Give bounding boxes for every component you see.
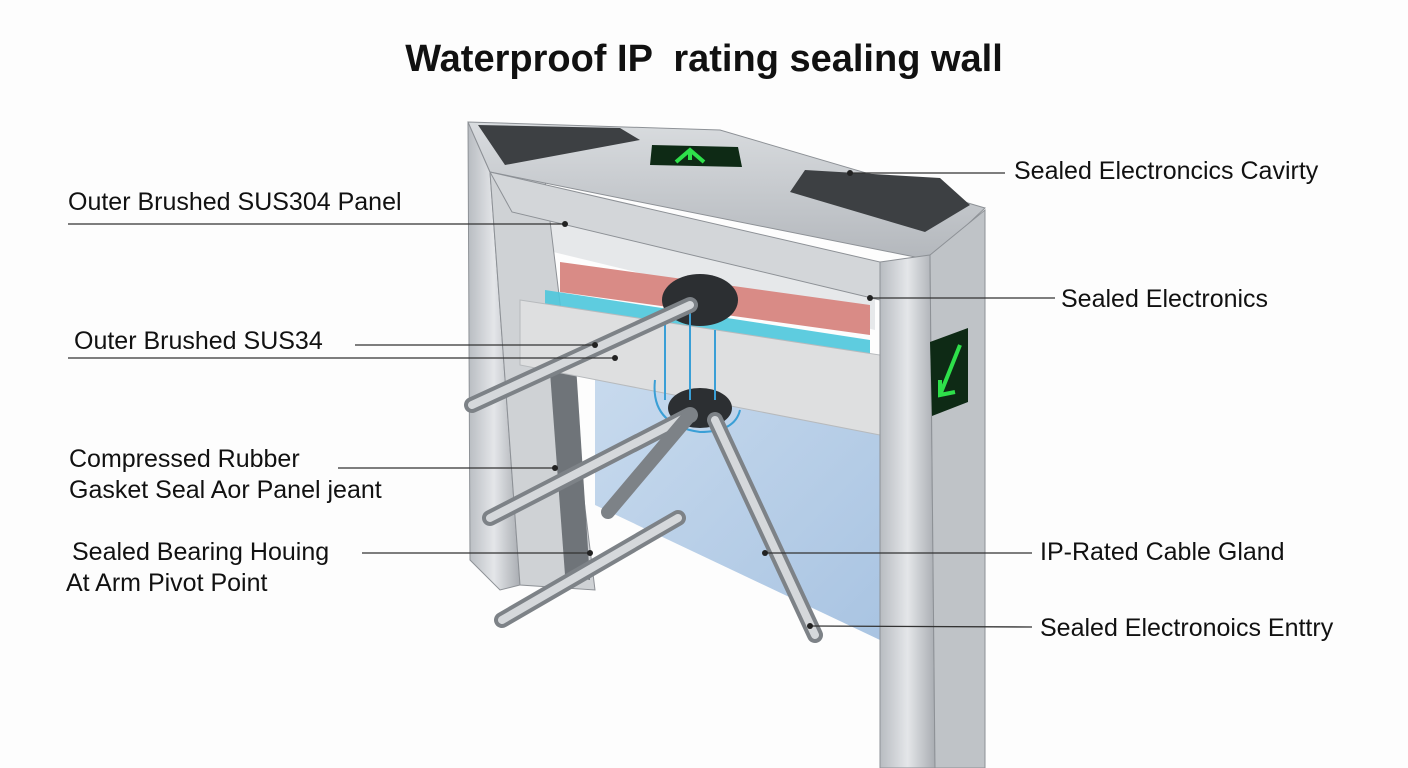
label-line: Sealed Electronics	[1061, 285, 1269, 313]
label-line: Outer Brushed SUS34	[74, 327, 323, 355]
right-post-side	[929, 208, 986, 768]
label-line: Gasket Seal Aor Panel jeant	[69, 476, 382, 504]
seal-flow-arrows	[653, 310, 741, 434]
side-direction-indicator	[930, 328, 968, 416]
label-outer-sus34: Outer Brushed SUS34	[74, 326, 323, 357]
green-arrow-icon	[674, 147, 706, 164]
label-line: Compressed Rubber	[69, 445, 300, 473]
green-arrow-icon	[938, 344, 962, 398]
top-direction-indicator	[650, 145, 742, 167]
label-line: Sealed Bearing Houing	[72, 538, 330, 566]
label-electronics-entry: Sealed Electronoics Enttry	[1040, 613, 1333, 644]
turnstile-arms	[464, 297, 823, 643]
label-line: IP-Rated Cable Gland	[1040, 538, 1285, 566]
arm-back	[601, 408, 697, 519]
top-sensor-pad-right	[790, 170, 970, 232]
left-post-channel	[548, 345, 590, 580]
label-cable-gland: IP-Rated Cable Gland	[1040, 537, 1285, 568]
label-line: Sealed Electronoics Enttry	[1040, 614, 1334, 642]
right-post-front	[879, 254, 936, 768]
leader-dots	[552, 170, 873, 629]
label-outer-panel: Outer Brushed SUS304 Panel	[68, 187, 402, 218]
label-sealed-electronics: Sealed Electronics	[1061, 284, 1268, 315]
diagram-title: Waterproof IP rating sealing wall	[405, 38, 1003, 80]
label-line: Outer Brushed SUS304 Panel	[68, 188, 402, 216]
label-line: Sealed Electroncics Cavirty	[1014, 157, 1319, 185]
leader-lines	[68, 172, 1055, 628]
top-sensor-pad-left	[478, 125, 640, 165]
label-bearing-housing: Sealed Bearing Houing At Arm Pivot Point	[66, 537, 329, 599]
label-electronics-cavity: Sealed Electroncics Cavirty	[1014, 156, 1318, 187]
label-line: At Arm Pivot Point	[66, 569, 268, 597]
